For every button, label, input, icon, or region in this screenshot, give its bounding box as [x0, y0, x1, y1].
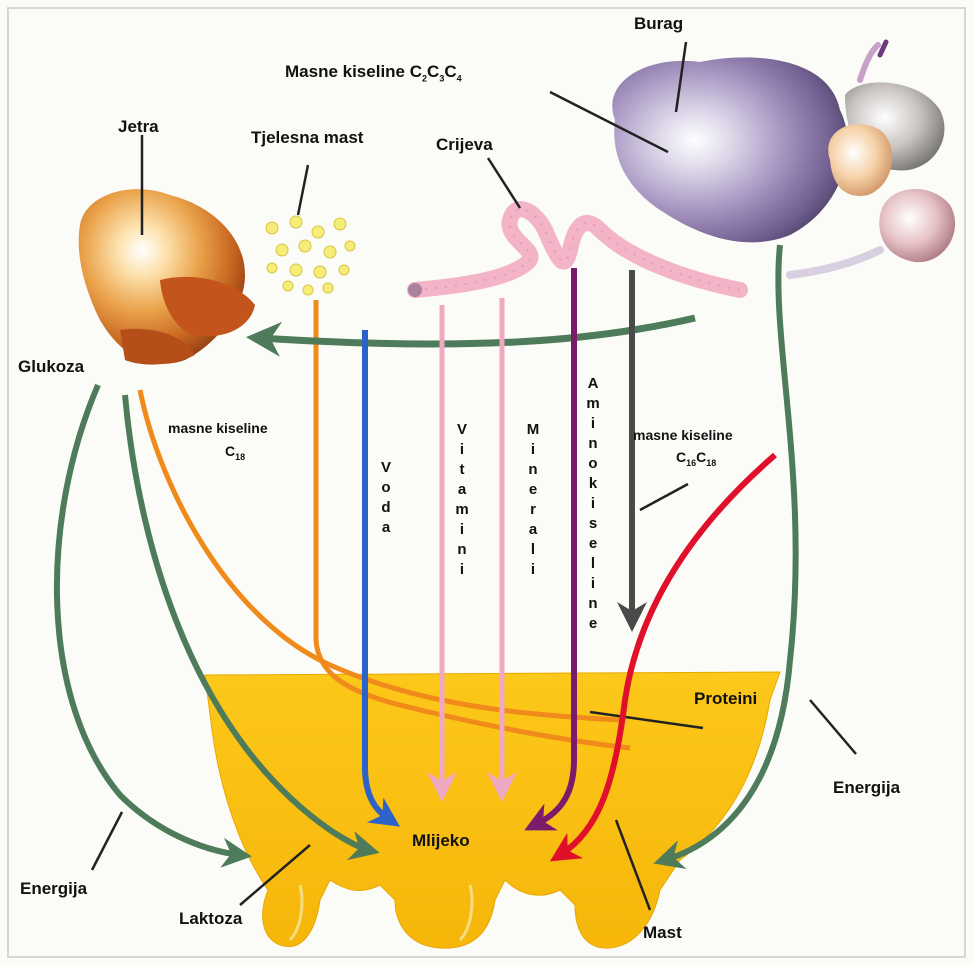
label-masne-kiseline-c18: masne kiseline: [168, 421, 268, 435]
label-laktoza: Laktoza: [179, 910, 242, 927]
label-mast: Mast: [643, 924, 682, 941]
label-minerali: M i n e r a l i: [523, 420, 543, 580]
label-mlijeko: Mlijeko: [412, 832, 470, 849]
udder-shape: [205, 672, 780, 948]
label-vitamini: V i t a m i n i: [452, 420, 472, 580]
label-c16-prefix: C: [676, 449, 686, 465]
label-c4-prefix: C: [444, 62, 456, 81]
label-masne-kiseline-c16c18: masne kiseline: [633, 428, 733, 442]
label-masne-kiseline-c2c3c4: Masne kiseline C2C3C4: [285, 63, 462, 83]
label-jetra: Jetra: [118, 118, 159, 135]
label-burag: Burag: [634, 15, 683, 32]
c18-line: [140, 390, 620, 720]
label-crijeva: Crijeva: [436, 136, 493, 153]
label-c18-sub: 18: [235, 452, 245, 462]
label-amino-kiseline: A m i n o k i s e l i n e: [583, 374, 603, 634]
label-energija-right: Energija: [833, 779, 900, 796]
body-fat-droplets: [266, 216, 355, 295]
label-tjelesna-mast: Tjelesna mast: [251, 129, 363, 146]
label-glukoza: Glukoza: [18, 358, 84, 375]
label-proteini: Proteini: [694, 690, 757, 707]
label-energija-left: Energija: [20, 880, 87, 897]
label-c16c18: C16C18: [676, 450, 716, 468]
label-c18b-prefix: C: [696, 449, 706, 465]
label-c18b-sub: 18: [706, 458, 716, 468]
label-c18: C18: [225, 444, 245, 462]
label-sub-4: 4: [457, 73, 462, 83]
liver: [79, 189, 255, 364]
label-c18-prefix: C: [225, 443, 235, 459]
rumen-stomach: [612, 42, 955, 275]
label-voda: V o d a: [376, 458, 396, 538]
label-masne-kiseline-text: Masne kiseline C: [285, 62, 422, 81]
label-c3-prefix: C: [427, 62, 439, 81]
label-c16-sub: 16: [686, 458, 696, 468]
energy-left-arrow: [57, 385, 240, 855]
